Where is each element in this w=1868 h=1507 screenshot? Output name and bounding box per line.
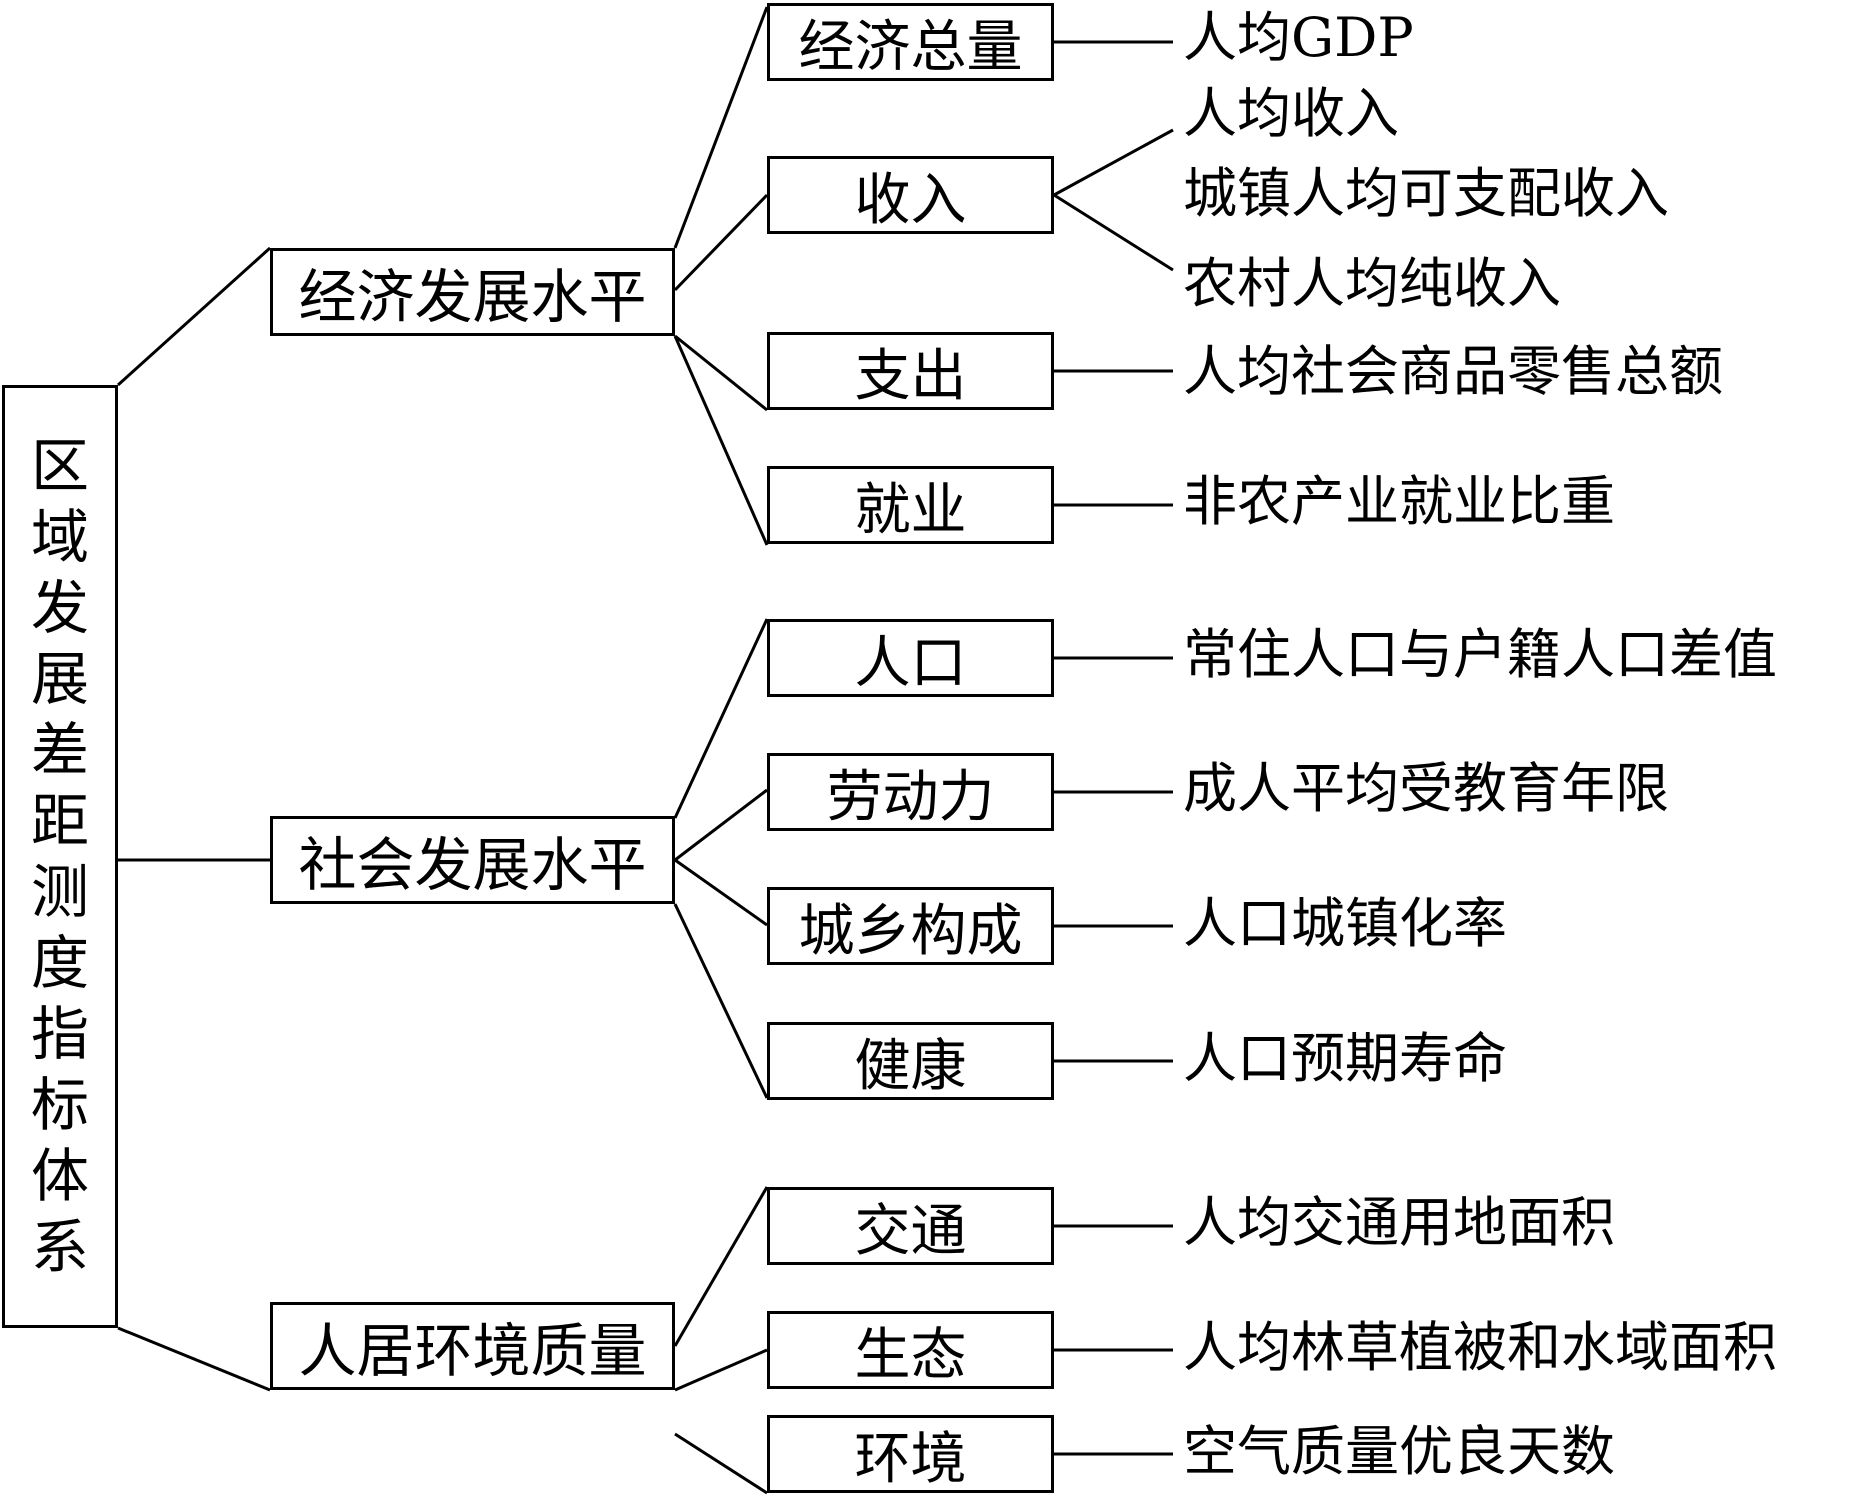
root-char: 发 [30, 573, 89, 642]
sub-health: 健康 [767, 1022, 1054, 1100]
connector-habitat-environment [674, 1432, 768, 1495]
root-char: 标 [30, 1070, 89, 1139]
indicator-retail-sales-per-capita: 人均社会商品零售总额 [1183, 340, 1723, 403]
indicator-urbanization-rate: 人口城镇化率 [1183, 892, 1507, 955]
root-char: 差 [30, 715, 89, 784]
connector-income-1 [1053, 128, 1174, 197]
sub-employment: 就业 [767, 466, 1054, 544]
root-node: 区 域 发 展 差 距 测 度 指 标 体 系 [2, 385, 118, 1328]
root-char: 距 [30, 786, 89, 855]
indicator-income-per-capita: 人均收入 [1183, 82, 1399, 145]
root-char: 度 [30, 928, 89, 997]
root-char: 体 [30, 1141, 89, 1210]
root-char: 域 [30, 502, 89, 571]
sub-traffic: 交通 [767, 1187, 1054, 1265]
category-society: 社会发展水平 [270, 816, 675, 904]
connector-economy-expense [674, 334, 768, 412]
root-char: 展 [30, 644, 89, 713]
sub-environment: 环境 [767, 1415, 1054, 1493]
indicator-gdp-per-capita: 人均GDP [1183, 6, 1414, 69]
indicator-urban-disposable-income: 城镇人均可支配收入 [1183, 162, 1669, 225]
sub-urban-rural: 城乡构成 [767, 887, 1054, 965]
indicator-traffic-land: 人均交通用地面积 [1183, 1191, 1615, 1254]
connector-habitat-traffic [673, 1186, 769, 1347]
category-habitat: 人居环境质量 [270, 1302, 675, 1390]
connector-society-health [673, 903, 769, 1099]
sub-labor: 劳动力 [767, 753, 1054, 831]
connector-habitat-ecology [674, 1348, 768, 1392]
connector-income-3 [1053, 193, 1174, 272]
connector-economy-employment [673, 335, 769, 546]
sub-income: 收入 [767, 156, 1054, 234]
root-char: 测 [30, 857, 89, 926]
indicator-nonagri-employment: 非农产业就业比重 [1183, 470, 1615, 533]
root-char: 系 [30, 1212, 89, 1281]
connector-root-habitat [117, 1326, 271, 1392]
connector-economy-income [673, 193, 769, 292]
connector-society-urbanrural [674, 858, 768, 927]
indicator-air-quality-days: 空气质量优良天数 [1183, 1420, 1615, 1483]
category-economy: 经济发展水平 [270, 248, 675, 336]
sub-economic-total: 经济总量 [767, 3, 1054, 81]
sub-expense: 支出 [767, 332, 1054, 410]
root-char: 指 [30, 999, 89, 1068]
indicator-education-years: 成人平均受教育年限 [1183, 757, 1669, 820]
connector-society-labor [674, 788, 768, 862]
indicator-vegetation-water-area: 人均林草植被和水域面积 [1183, 1316, 1777, 1379]
indicator-rural-net-income: 农村人均纯收入 [1183, 252, 1561, 315]
sub-ecology: 生态 [767, 1311, 1054, 1389]
sub-population: 人口 [767, 619, 1054, 697]
indicator-life-expectancy: 人口预期寿命 [1183, 1027, 1507, 1090]
connector-society-population [673, 618, 769, 819]
root-char: 区 [30, 431, 89, 500]
connector-root-economy [116, 246, 272, 387]
indicator-population-diff: 常住人口与户籍人口差值 [1183, 623, 1777, 686]
connector-economy-total [673, 6, 769, 249]
